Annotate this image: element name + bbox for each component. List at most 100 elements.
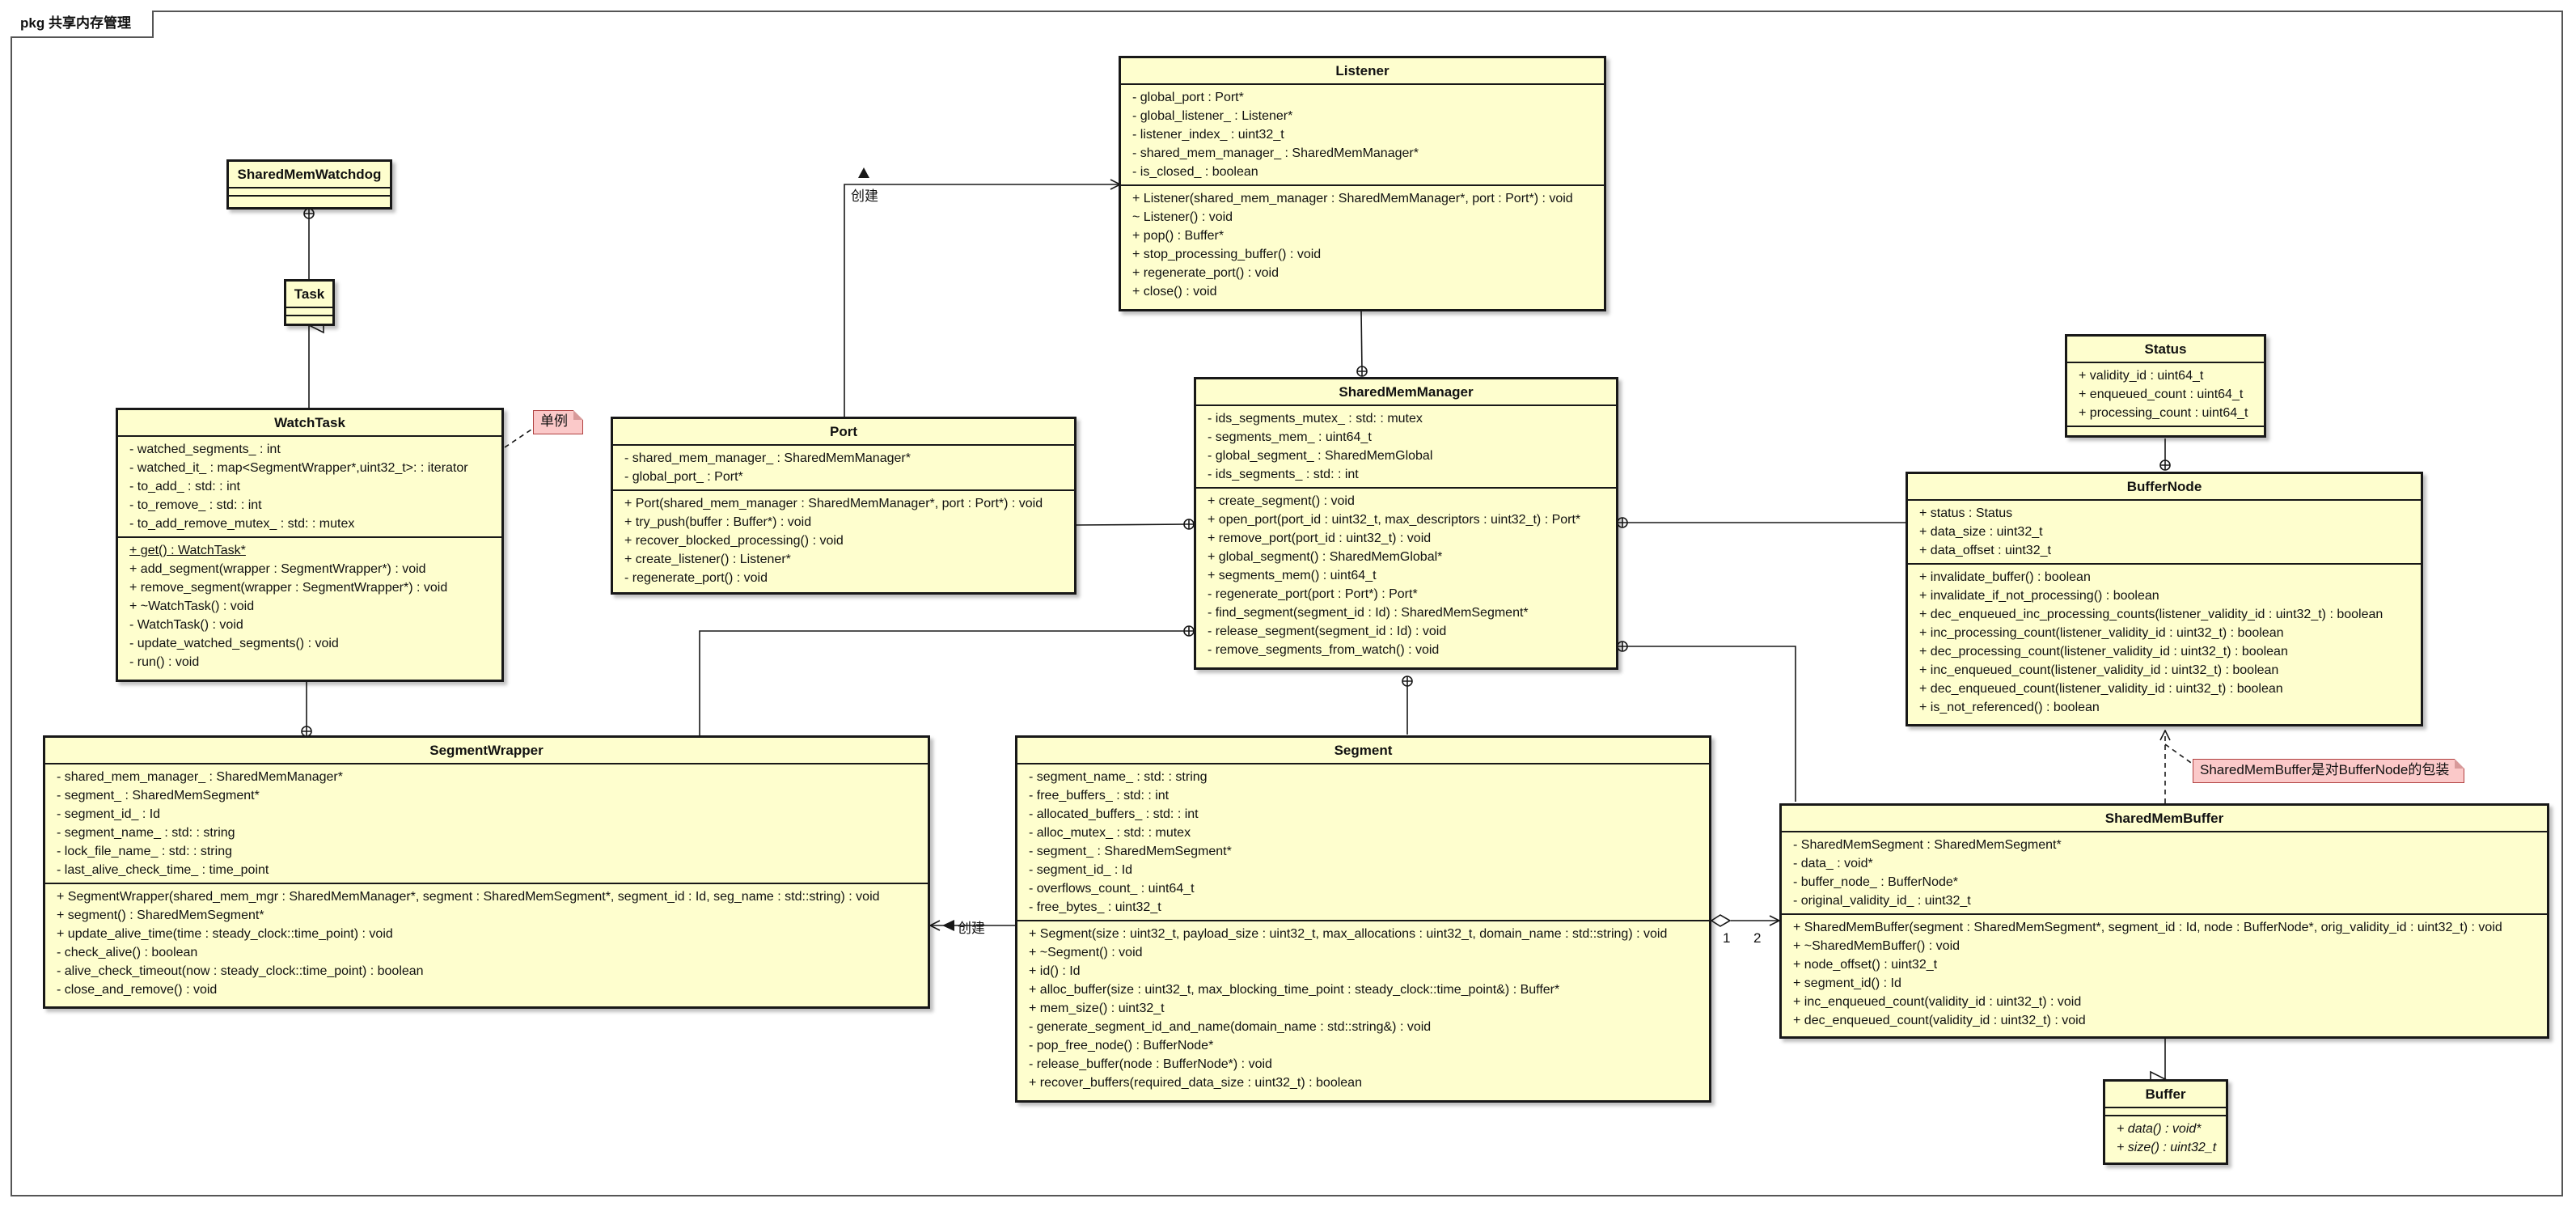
class-segmentwrapper[interactable]: SegmentWrapper- shared_mem_manager_ : Sh… [43,735,930,1009]
attributes-section: - segment_name_ : std: : string - free_bu… [1017,764,1709,921]
attribute-row: - segment_ : SharedMemSegment* [1029,845,1232,858]
nest-circle-status [2159,460,2171,471]
attribute-row: - lock_file_name_ : std: : string [57,845,232,858]
create-direction-left [942,920,954,931]
class-listener[interactable]: Listener- global_port : Port*- global_li… [1119,56,1606,311]
attribute-row: - ids_segments_mutex_ : std: : mutex [1208,412,1423,426]
note-smbuffer: SharedMemBuffer是对BufferNode的包装 [2193,759,2465,783]
method-row: + id() : Id [1029,964,1081,978]
methods-section: + get() : WatchTask* + add_segment(wrappe… [118,538,501,675]
attributes-section: - global_port : Port*- global_listener_ … [1121,85,1604,186]
attribute-row: - segments_mem_ : uint64_t [1208,430,1372,444]
attribute-row: - watched_it_ : map<SegmentWrapper*,uint… [129,461,468,475]
method-row: - regenerate_port(port : Port*) : Port* [1208,587,1418,601]
attribute-row: + enqueued_count : uint64_t [2079,388,2244,401]
methods-section: + SharedMemBuffer(segment : SharedMemSeg… [1782,915,2547,1033]
attribute-row: - last_alive_check_time_ : time_point [57,863,269,877]
method-row: + dec_processing_count(listener_validity… [1919,645,2288,659]
class-name: SharedMemManager [1196,379,1616,406]
class-watchtask[interactable]: WatchTask- watched_segments_ : int- watc… [116,408,504,682]
method-row: + get() : WatchTask* [129,544,246,557]
create-direction-up [858,167,869,178]
attribute-row: - watched_segments_ : int [129,443,281,456]
class-segment[interactable]: Segment- segment_name_ : std: : string- … [1015,735,1711,1103]
method-row: ~ Listener() : void [1132,210,1233,224]
nest-circle-manager-right2 [1617,641,1628,652]
method-row: - find_segment(segment_id : Id) : Shared… [1208,606,1529,620]
method-row: + stop_processing_buffer() : void [1132,248,1322,261]
attributes-section: - SharedMemSegment : SharedMemSegment*- … [1782,832,2547,915]
class-buffernode[interactable]: BufferNode+ status : Status+ data_size :… [1906,472,2423,726]
method-row: + size() : uint32_t [2117,1141,2217,1154]
method-row: - run() : void [129,655,200,669]
attribute-row: - is_closed_ : boolean [1132,165,1258,179]
class-name: WatchTask [118,410,501,437]
attribute-row: - global_port_ : Port* [624,470,743,484]
attribute-row: - shared_mem_manager_ : SharedMemManager… [1132,146,1419,160]
method-row: + create_listener() : Listener* [624,553,791,566]
attribute-row: - free_bytes_ : uint32_t [1029,900,1161,914]
attribute-row: - shared_mem_manager_ : SharedMemManager… [624,451,911,465]
class-task[interactable]: Task [284,279,335,326]
attribute-row: - segment_name_ : std: : string [1029,770,1208,784]
method-row: + inc_processing_count(listener_validity… [1919,626,2284,640]
attributes-section [229,188,390,197]
method-row: + segment() : SharedMemSegment* [57,908,264,922]
methods-section: + invalidate_buffer() : boolean+ invalid… [1908,565,2421,720]
nest-circle-watchtask [301,726,312,737]
label-create-listener: 创建 [851,188,878,204]
attributes-section [2105,1108,2226,1116]
class-name: Port [613,419,1074,446]
method-row: + inc_enqueued_count(listener_validity_i… [1919,663,2279,677]
attributes-section: - watched_segments_ : int - watched_it_ :… [118,437,501,538]
method-row: - close_and_remove() : void [57,983,218,997]
method-row: + segment_id() : Id [1793,976,1901,990]
method-row: + alloc_buffer(size : uint32_t, max_bloc… [1029,983,1560,997]
method-row: + SharedMemBuffer(segment : SharedMemSeg… [1793,921,2502,934]
edge-wrapper-manager [699,630,1189,736]
class-buffer[interactable]: Buffer + data() : void* + size() : uint32_… [2103,1079,2228,1165]
class-sharedmemwatchdog[interactable]: SharedMemWatchdog [226,159,392,210]
attribute-row: + processing_count : uint64_t [2079,406,2248,420]
method-row: + Port(shared_mem_manager : SharedMemMan… [624,497,1043,510]
edge-note-singleton [504,427,535,448]
method-row: + try_push(buffer : Buffer*) : void [624,515,812,529]
attribute-row: + data_offset : uint32_t [1919,544,2051,557]
attribute-row: - alloc_mutex_ : std: : mutex [1029,826,1191,840]
class-name: SharedMemBuffer [1782,806,2547,832]
nest-circle-watchdog [303,208,315,219]
method-row: + global_segment() : SharedMemGlobal* [1208,550,1443,564]
attribute-row: - free_buffers_ : std: : int [1029,789,1170,803]
methods-section: + Listener(shared_mem_manager : SharedMe… [1121,186,1604,304]
method-row: + add_segment(wrapper : SegmentWrapper*)… [129,562,426,576]
methods-section: + create_segment() : void+ open_port(por… [1196,489,1616,663]
class-name: BufferNode [1908,474,2421,501]
methods-section [2067,427,2264,434]
attribute-row: - global_listener_ : Listener* [1132,109,1293,123]
method-row: + dec_enqueued_inc_processing_counts(lis… [1919,608,2384,621]
attributes-section [286,308,332,316]
class-sharedmembuffer[interactable]: SharedMemBuffer- SharedMemSegment : Shar… [1779,803,2549,1039]
methods-section: + Port(shared_mem_manager : SharedMemMan… [613,491,1074,591]
class-name: Buffer [2105,1082,2226,1108]
attributes-section: - ids_segments_mutex_ : std: : mutex - se… [1196,406,1616,489]
methods-section: + data() : void* + size() : uint32_t [2105,1116,2226,1160]
multiplicity-1: 1 [1723,930,1731,946]
package-frame [11,11,2563,1196]
method-row: - check_alive() : boolean [57,946,198,959]
method-row: + pop() : Buffer* [1132,229,1225,243]
attribute-row: - segment_ : SharedMemSegment* [57,789,260,803]
attribute-row: - segment_id_ : Id [57,807,161,821]
method-row: + data() : void* [2117,1122,2202,1136]
attribute-row: - to_remove_ : std: : int [129,498,262,512]
class-sharedmemmanager[interactable]: SharedMemManager- ids_segments_mutex_ : … [1194,377,1618,670]
nest-circle-manager-bottom [1402,675,1413,687]
package-label: pkg 共享内存管理 [11,11,154,38]
multiplicity-2: 2 [1753,930,1762,946]
method-row: + invalidate_if_not_processing() : boole… [1919,589,2159,603]
method-row: + regenerate_port() : void [1132,266,1279,280]
attribute-row: - overflows_count_ : uint64_t [1029,882,1195,896]
class-status[interactable]: Status+ validity_id : uint64_t+ enqueued… [2065,334,2266,438]
class-port[interactable]: Port - shared_mem_manager_ : SharedMemMan… [611,417,1077,595]
